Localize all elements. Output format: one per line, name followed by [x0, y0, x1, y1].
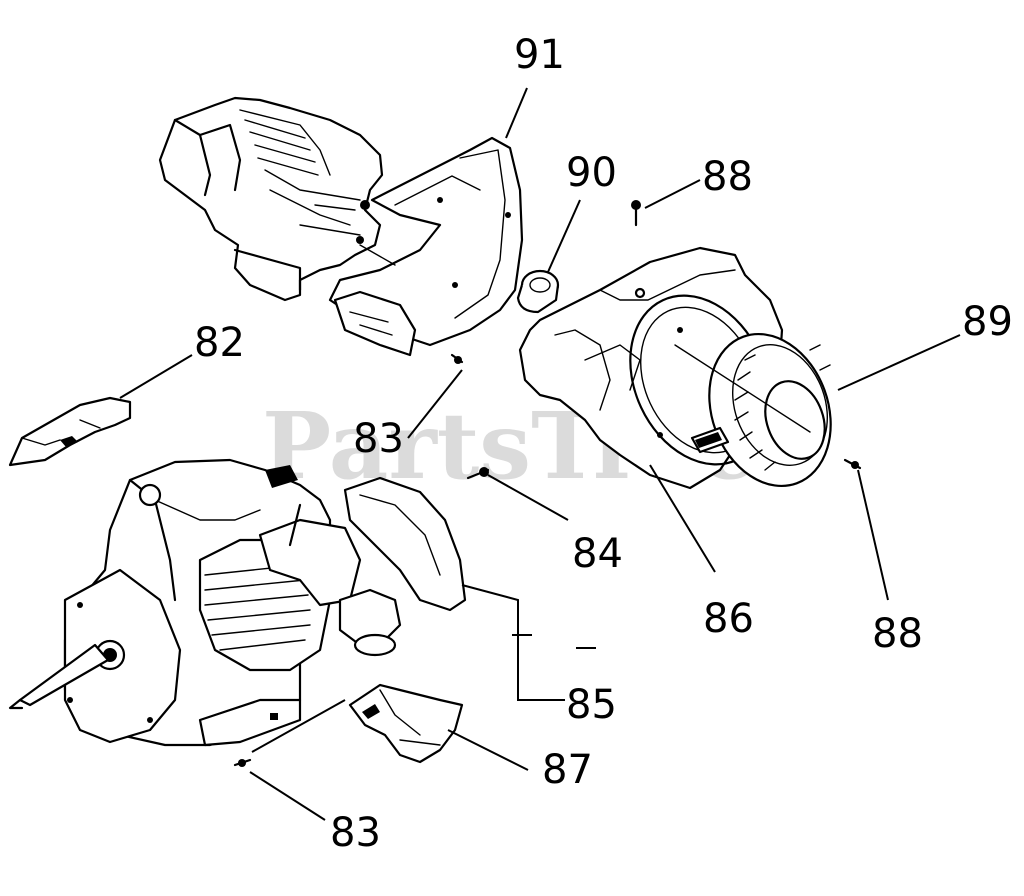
callout-84: 84 — [572, 531, 623, 577]
callout-85: 85 — [566, 682, 617, 728]
callout-labels: 91 90 88 89 82 83 84 86 88 85 87 83 — [194, 32, 1013, 856]
leader-lines — [119, 87, 961, 821]
main-engine-assembly — [8, 458, 490, 767]
callout-88-top: 88 — [702, 154, 753, 200]
callout-83-upper: 83 — [353, 416, 404, 462]
callout-83-lower: 83 — [330, 810, 381, 856]
callout-88-bottom: 88 — [872, 611, 923, 657]
cover-plate-part — [8, 396, 132, 467]
callout-89: 89 — [962, 299, 1013, 345]
callout-90: 90 — [566, 150, 617, 196]
callout-87: 87 — [542, 747, 593, 793]
upper-engine-assembly — [158, 96, 524, 364]
callout-82: 82 — [194, 320, 245, 366]
callout-91: 91 — [514, 32, 565, 78]
callout-86: 86 — [703, 596, 754, 642]
starter-housing-assembly — [518, 200, 862, 490]
lower-guard-part — [348, 683, 464, 764]
bushing-part — [516, 269, 560, 314]
